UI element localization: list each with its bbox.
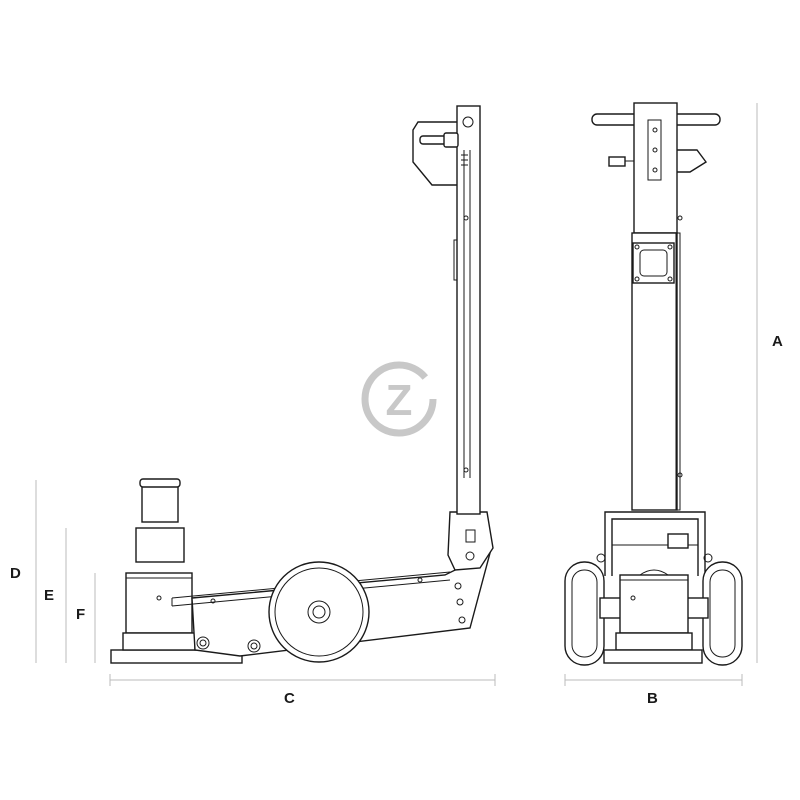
front-axle-right <box>685 597 709 619</box>
front-head-bolt-3 <box>652 167 658 173</box>
front-plate-bolt-3 <box>634 276 640 282</box>
front-shaft-bolt-1 <box>677 215 683 221</box>
label-e: E <box>44 587 54 604</box>
front-head-bolt-2 <box>652 147 658 153</box>
side-wheel-rim <box>274 567 364 657</box>
ram-cap <box>139 478 181 488</box>
ram-stage-top <box>141 483 179 523</box>
watermark-letter: Z <box>386 376 413 425</box>
front-wheel-right-tread <box>709 569 736 658</box>
front-plate-bolt-1 <box>634 244 640 250</box>
handle-shaft-pin-top <box>462 116 474 128</box>
ram-base-flange <box>122 632 196 651</box>
handle-grip-loop <box>412 121 457 186</box>
dimension-labels: A B C D E F <box>10 333 783 707</box>
front-yoke-bolt-right <box>703 553 713 563</box>
front-yoke-frame <box>604 511 706 576</box>
label-f: F <box>76 606 85 623</box>
side-wheel <box>268 561 370 663</box>
front-wheel-left-tread <box>571 569 598 658</box>
front-yoke-bolt-left <box>596 553 606 563</box>
handle-pivot-housing <box>447 511 494 571</box>
chassis-bolt-2 <box>417 577 423 583</box>
handle-shaft-bolt-1 <box>463 215 469 221</box>
front-wheel-left <box>564 561 605 666</box>
chassis-hole-2-inner <box>250 642 258 650</box>
side-view <box>110 105 494 664</box>
side-wheel-hub-inner <box>312 605 326 619</box>
chassis-bolt-3 <box>454 582 462 590</box>
front-cylinder-bolt <box>630 595 636 601</box>
watermark-logo: Z <box>361 361 437 437</box>
handle-shaft-bolt-2 <box>463 467 469 473</box>
front-axle-left <box>599 597 623 619</box>
front-control-plate-inner <box>639 249 668 277</box>
ram-bolt <box>156 595 162 601</box>
pivot-slot <box>465 529 476 543</box>
chassis-hole-1-inner <box>199 639 207 647</box>
chassis-hole-1 <box>196 636 210 650</box>
front-plate-bolt-4 <box>667 276 673 282</box>
front-head-bolt-1 <box>652 127 658 133</box>
front-shaft-bolt-2 <box>677 472 683 478</box>
front-control-plate <box>632 242 675 284</box>
front-plate-bolt-2 <box>667 244 673 250</box>
label-a: A <box>772 333 783 350</box>
front-shaft-side-rod <box>675 232 681 511</box>
front-yoke-block <box>667 533 689 549</box>
watermark-ring <box>361 361 437 437</box>
pivot-bolt <box>465 551 475 561</box>
front-cylinder-dome <box>639 569 669 576</box>
label-c: C <box>284 690 295 707</box>
ram-cylinder-body <box>125 572 193 634</box>
handle-shaft <box>456 105 481 515</box>
ram-stage-mid <box>135 527 185 563</box>
front-handle-slot <box>647 119 662 181</box>
front-base-flange <box>615 632 693 651</box>
label-b: B <box>647 690 658 707</box>
side-wheel-hub <box>307 600 331 624</box>
front-base-plate <box>603 649 703 664</box>
chassis-bolt-4 <box>456 598 464 606</box>
front-release-lever <box>677 149 708 173</box>
handle-shaft-side-plate <box>453 239 458 281</box>
handle-air-valve <box>443 132 459 148</box>
dimension-lines <box>35 103 758 686</box>
chassis-hole-2 <box>247 639 261 653</box>
chassis-bolt-1 <box>210 598 216 604</box>
label-d: D <box>10 565 21 582</box>
front-air-fitting <box>608 156 626 167</box>
front-cylinder-body <box>619 574 689 634</box>
chassis-bolt-5 <box>458 616 466 624</box>
front-yoke-inner <box>611 518 699 576</box>
front-wheel-right <box>702 561 743 666</box>
front-view <box>564 102 743 666</box>
